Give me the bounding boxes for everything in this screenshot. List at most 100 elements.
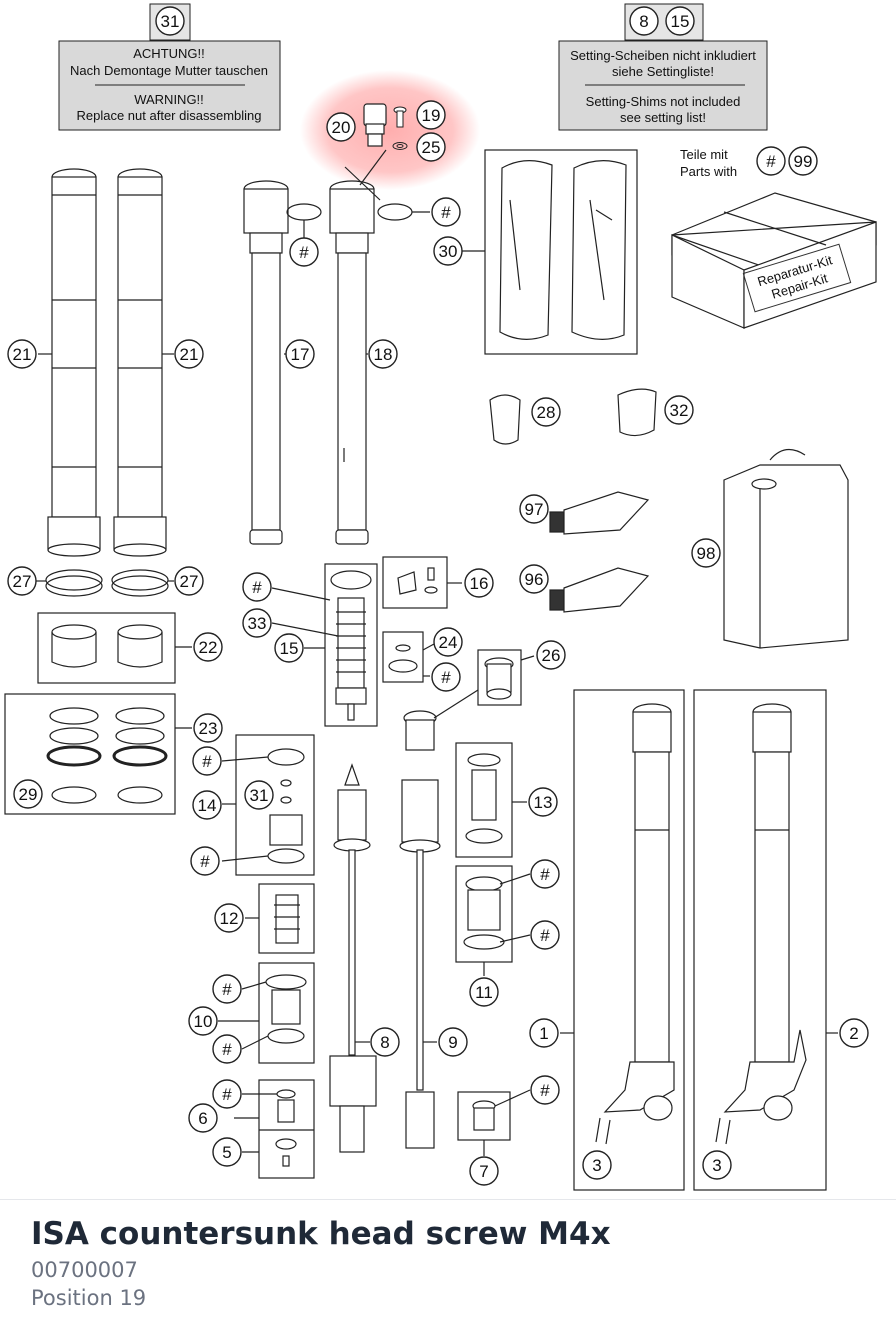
repair-kit-box: Reparatur-Kit Repair-Kit	[671, 192, 877, 329]
callout-21-left	[7, 339, 37, 369]
oil-can-98[interactable]	[723, 449, 849, 649]
outer-tube-21-left[interactable]	[47, 168, 101, 557]
fork-leg-2[interactable]	[693, 689, 827, 1191]
parts-box-16[interactable]	[382, 556, 448, 609]
cartridge-box-15[interactable]	[324, 563, 378, 727]
callout-hash-10a	[212, 974, 242, 1004]
outer-tube-21-right[interactable]	[113, 168, 167, 557]
note-nut-line1: ACHTUNG!!	[133, 46, 205, 61]
bushing-box-22[interactable]	[37, 612, 176, 684]
callout-33	[242, 608, 272, 638]
spring-box-13[interactable]	[455, 742, 513, 858]
valve-box-14[interactable]	[235, 734, 315, 876]
valve-box-6[interactable]	[258, 1079, 315, 1179]
piston-box-10[interactable]	[258, 962, 315, 1064]
callout-text-hash-11b: #	[540, 926, 550, 945]
callout-circles	[7, 6, 869, 1186]
cap-bolt-20[interactable]	[363, 103, 387, 147]
callout-96	[519, 564, 549, 594]
callout-14	[192, 790, 222, 820]
fork-leg-1[interactable]	[573, 689, 685, 1191]
grease-tube-96[interactable]	[549, 567, 650, 613]
countersunk-screw-19[interactable]	[393, 106, 407, 128]
callout-text-hash-11a: #	[540, 865, 550, 884]
fork-guards-30[interactable]	[484, 149, 638, 355]
callout-text-hash-10b: #	[222, 1040, 232, 1059]
o-ring-17[interactable]	[286, 203, 322, 221]
damper-rod-9[interactable]	[399, 710, 441, 1149]
callout-16	[464, 568, 494, 598]
grease-tube-97[interactable]	[549, 491, 650, 535]
spring-box-12[interactable]	[258, 883, 315, 954]
callout-hash-15	[242, 572, 272, 602]
callout-8	[370, 1027, 400, 1057]
part-number: 00700007	[31, 1258, 138, 1282]
nut-warning-note: ACHTUNG!! Nach Demontage Mutter tauschen…	[58, 3, 281, 131]
callout-hash-14a	[192, 746, 222, 776]
callout-text-hash-17: #	[299, 243, 309, 262]
sticker-32[interactable]	[617, 388, 657, 437]
callout-text-32: 32	[670, 401, 689, 420]
damper-rod-8[interactable]	[329, 763, 377, 1153]
valve-box-7[interactable]	[457, 1091, 511, 1141]
callout-hash-24	[431, 662, 461, 692]
callout-hash-11b	[530, 920, 560, 950]
callout-text-15: 15	[280, 639, 299, 658]
callout-text-96: 96	[525, 570, 544, 589]
callout-24	[433, 627, 463, 657]
callout-28	[531, 397, 561, 427]
callout-text-hash-14b: #	[200, 852, 210, 871]
callout-text-hash-14a: #	[202, 752, 212, 771]
callout-text-13: 13	[534, 793, 553, 812]
callout-hash-99	[756, 146, 786, 176]
parts-with-line2: Parts with	[680, 164, 737, 179]
callout-1	[529, 1018, 559, 1048]
washer-25[interactable]	[392, 142, 408, 150]
callout-text-9: 9	[448, 1033, 457, 1052]
part-position: Position 19	[31, 1286, 147, 1310]
note-nut-line4: Replace nut after disassembling	[77, 108, 262, 123]
valve-box-11[interactable]	[455, 865, 513, 963]
callout-12	[214, 903, 244, 933]
callout-text-18: 18	[374, 345, 393, 364]
callout-text-3-right: 3	[712, 1156, 721, 1175]
callout-text-19: 19	[422, 106, 441, 125]
callout-3-left	[582, 1150, 612, 1180]
parts-with-line1: Teile mit	[680, 147, 728, 162]
callout-text-31-top: 31	[161, 12, 180, 31]
callout-hash-17	[289, 237, 319, 267]
callout-text-33: 33	[248, 614, 267, 633]
callout-30	[433, 236, 463, 266]
callout-hash-7	[530, 1075, 560, 1105]
callout-hash-10b	[212, 1034, 242, 1064]
exploded-parts-diagram: ACHTUNG!! Nach Demontage Mutter tauschen…	[4, 3, 877, 1191]
fork-tube-17[interactable]	[243, 180, 289, 545]
callout-text-29: 29	[19, 785, 38, 804]
callout-text-hash-99: #	[766, 152, 776, 171]
callout-text-25: 25	[422, 138, 441, 157]
valve-box-26[interactable]	[477, 649, 522, 706]
callout-21-right	[174, 339, 204, 369]
callout-8-top	[629, 6, 659, 36]
callout-hash-14b	[190, 846, 220, 876]
callout-6	[188, 1103, 218, 1133]
ring-27-left[interactable]	[45, 569, 103, 597]
fork-tube-18[interactable]	[329, 180, 375, 545]
callout-2	[839, 1018, 869, 1048]
o-ring-18[interactable]	[377, 203, 413, 221]
callout-text-28: 28	[537, 403, 556, 422]
callout-26	[536, 640, 566, 670]
callout-text-31: 31	[250, 786, 269, 805]
leader-lines	[36, 149, 838, 1156]
callout-text-15-top: 15	[671, 12, 690, 31]
callout-99	[788, 146, 818, 176]
ring-27-right[interactable]	[111, 569, 169, 597]
seal-box-24[interactable]	[382, 631, 424, 683]
decal-28[interactable]	[489, 394, 521, 445]
note-shims-line3: Setting-Shims not included	[586, 94, 741, 109]
callout-text-26: 26	[542, 646, 561, 665]
callout-13	[528, 787, 558, 817]
callout-text-98: 98	[697, 544, 716, 563]
note-shims-line4: see setting list!	[620, 110, 706, 125]
callout-hash-6	[212, 1079, 242, 1109]
